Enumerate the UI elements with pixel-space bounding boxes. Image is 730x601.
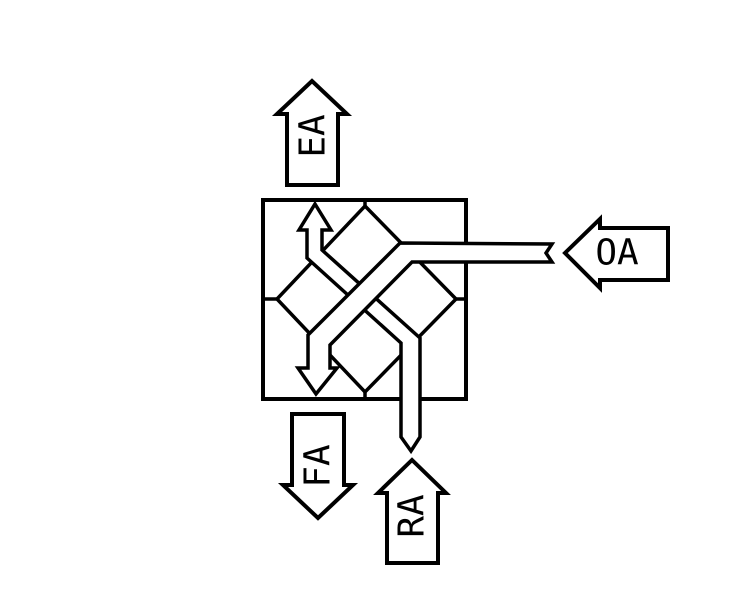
outdoor-to-fresh-flow — [294, 241, 556, 397]
fresh-air-arrow — [277, 412, 359, 521]
outdoor-air-label: OA — [595, 233, 639, 274]
return-air-arrow — [373, 457, 451, 565]
return-to-exhaust-flow — [295, 200, 422, 455]
fresh-air-label: FA — [298, 444, 339, 488]
exhaust-air-label: EA — [293, 114, 334, 158]
outdoor-air-arrow — [562, 214, 670, 293]
exhaust-air-arrow — [271, 78, 353, 187]
return-air-label: RA — [392, 494, 433, 538]
